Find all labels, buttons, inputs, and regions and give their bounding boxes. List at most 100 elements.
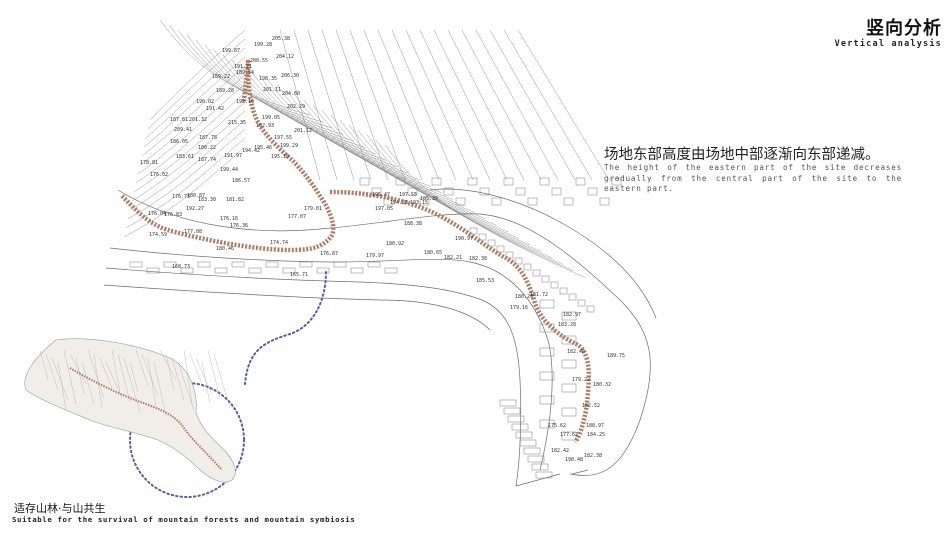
elevation-label: 200.55 (250, 58, 268, 64)
elevation-label: 179.16 (510, 305, 528, 311)
elevation-label: 197.05 (375, 206, 393, 212)
elevation-label: 176.73 (172, 194, 190, 200)
elevation-label: 209.41 (174, 127, 192, 133)
elevation-label: 185.53 (476, 278, 494, 284)
elevation-label: 201.11 (263, 87, 281, 93)
elevation-label: 180.65 (424, 250, 442, 256)
elevation-label: 215.35 (228, 120, 246, 126)
elevation-label: 199.29 (280, 143, 298, 149)
elevation-label: 199.44 (220, 167, 238, 173)
elevation-label: 179.22 (572, 377, 590, 383)
elevation-label: 195.47 (372, 192, 390, 198)
elevation-label: 176.02 (150, 172, 168, 178)
elevation-label: 174.59 (149, 232, 167, 238)
locator-circle (129, 382, 245, 498)
building-blocks (129, 177, 622, 479)
elevation-label: 176.36 (230, 223, 248, 229)
elevation-label: 191.42 (206, 106, 224, 112)
elevation-label: 176.16 (220, 216, 238, 222)
elevation-label: 198.35 (259, 76, 277, 82)
elevation-label: 187.74 (198, 157, 216, 163)
elevation-label: 190.48 (565, 457, 583, 463)
keyplan-caption-en: Suitable for the survival of mountain fo… (12, 515, 356, 524)
elevation-label: 182.97 (563, 312, 581, 318)
elevation-label: 197.55 (399, 192, 417, 198)
leader-dotted-line (244, 271, 327, 385)
elevation-label: 192.10 (236, 99, 254, 105)
page-subtitle: Vertical analysis (834, 39, 942, 49)
elevation-label: 186.05 (170, 139, 188, 145)
contour-lines (123, 19, 610, 278)
elevation-labels: 205.38199.28199.87204.12200.55191.21189.… (140, 36, 625, 463)
elevation-label: 199.28 (254, 42, 272, 48)
analysis-description-cn: 场地东部高度由场地中部逐渐向东部递减。 (604, 147, 880, 163)
elevation-label: 180.29 (515, 294, 533, 300)
elevation-label: 177.08 (184, 229, 202, 235)
elevation-label: 181.82 (226, 197, 244, 203)
elevation-label: 177.62 (560, 432, 578, 438)
elevation-label: 176.83 (164, 212, 182, 218)
elevation-label: 188.38 (404, 221, 422, 227)
elevation-label: 180.87 (187, 193, 205, 199)
elevation-label: 188.97 (586, 423, 604, 429)
elevation-label: 180.46 (216, 246, 234, 252)
site-boundary (103, 188, 657, 487)
elevation-label: 176.87 (320, 251, 338, 257)
elevation-label: 180.22 (198, 145, 216, 151)
elevation-label: 168.73 (172, 264, 190, 270)
elevation-label: 205.38 (272, 36, 290, 42)
elevation-label: 189.22 (212, 74, 230, 80)
elevation-label: 181.72 (530, 292, 548, 298)
elevation-label: 189.28 (216, 88, 234, 94)
elevation-label: 204.12 (276, 54, 294, 60)
elevation-label: 184.25 (587, 432, 605, 438)
elevation-label: 183.61 (176, 154, 194, 160)
elevation-label: 189.54 (236, 70, 254, 76)
elevation-label: 177.07 (288, 214, 306, 220)
elevation-label: 183.28 (558, 322, 576, 328)
elevation-label: 206.30 (281, 73, 299, 79)
key-plan-map (24, 338, 236, 483)
elevation-label: 182.52 (582, 403, 600, 409)
elevation-label: 189.75 (607, 353, 625, 359)
elevation-label: 187.78 (199, 135, 217, 141)
elevation-label: 182.42 (551, 448, 569, 454)
elevation-label: 182.21 (444, 255, 462, 261)
elevation-label: 187.81 (170, 117, 188, 123)
elevation-label: 201.32 (189, 117, 207, 123)
elevation-label: 194.42 (242, 148, 260, 154)
elevation-label: 180.32 (593, 382, 611, 388)
elevation-label: 192.27 (186, 206, 204, 212)
elevation-label: 197.55 (274, 135, 292, 141)
elevation-label: 183.30 (198, 197, 216, 203)
analysis-description-en: The height of the eastern part of the si… (604, 163, 902, 193)
keyplan-caption-cn: 适存山林·与山共生 (14, 502, 106, 515)
elevation-label: 194.23 (390, 200, 408, 206)
elevation-label: 179.01 (304, 206, 322, 212)
elevation-label: 186.57 (232, 178, 250, 184)
elevation-label: 192.93 (256, 123, 274, 129)
elevation-label: 176.04 (148, 211, 166, 217)
elevation-label: 174.74 (270, 240, 288, 246)
elevation-label: 193.15 (410, 200, 428, 206)
elevation-label: 182.38 (584, 453, 602, 459)
elevation-label: 201.12 (294, 128, 312, 134)
elevation-label: 195.10 (271, 154, 289, 160)
elevation-label: 190.97 (455, 236, 473, 242)
page-title: 竖向分析 (866, 18, 942, 39)
elevation-label: 182.46 (567, 349, 585, 355)
elevation-label: 178.81 (140, 160, 158, 166)
elevation-label: 182.38 (469, 256, 487, 262)
elevation-label: 175.62 (548, 423, 566, 429)
elevation-label: 165.71 (290, 272, 308, 278)
elevation-label: 180.92 (386, 241, 404, 247)
elevation-label: 191.21 (234, 64, 252, 70)
elevation-label: 179.97 (366, 253, 384, 259)
elevation-label: 185.39 (420, 196, 438, 202)
elevation-label: 204.60 (282, 91, 300, 97)
elevation-label: 202.29 (287, 104, 305, 110)
elevation-label: 190.02 (196, 99, 214, 105)
elevation-label: 191.97 (224, 153, 242, 159)
